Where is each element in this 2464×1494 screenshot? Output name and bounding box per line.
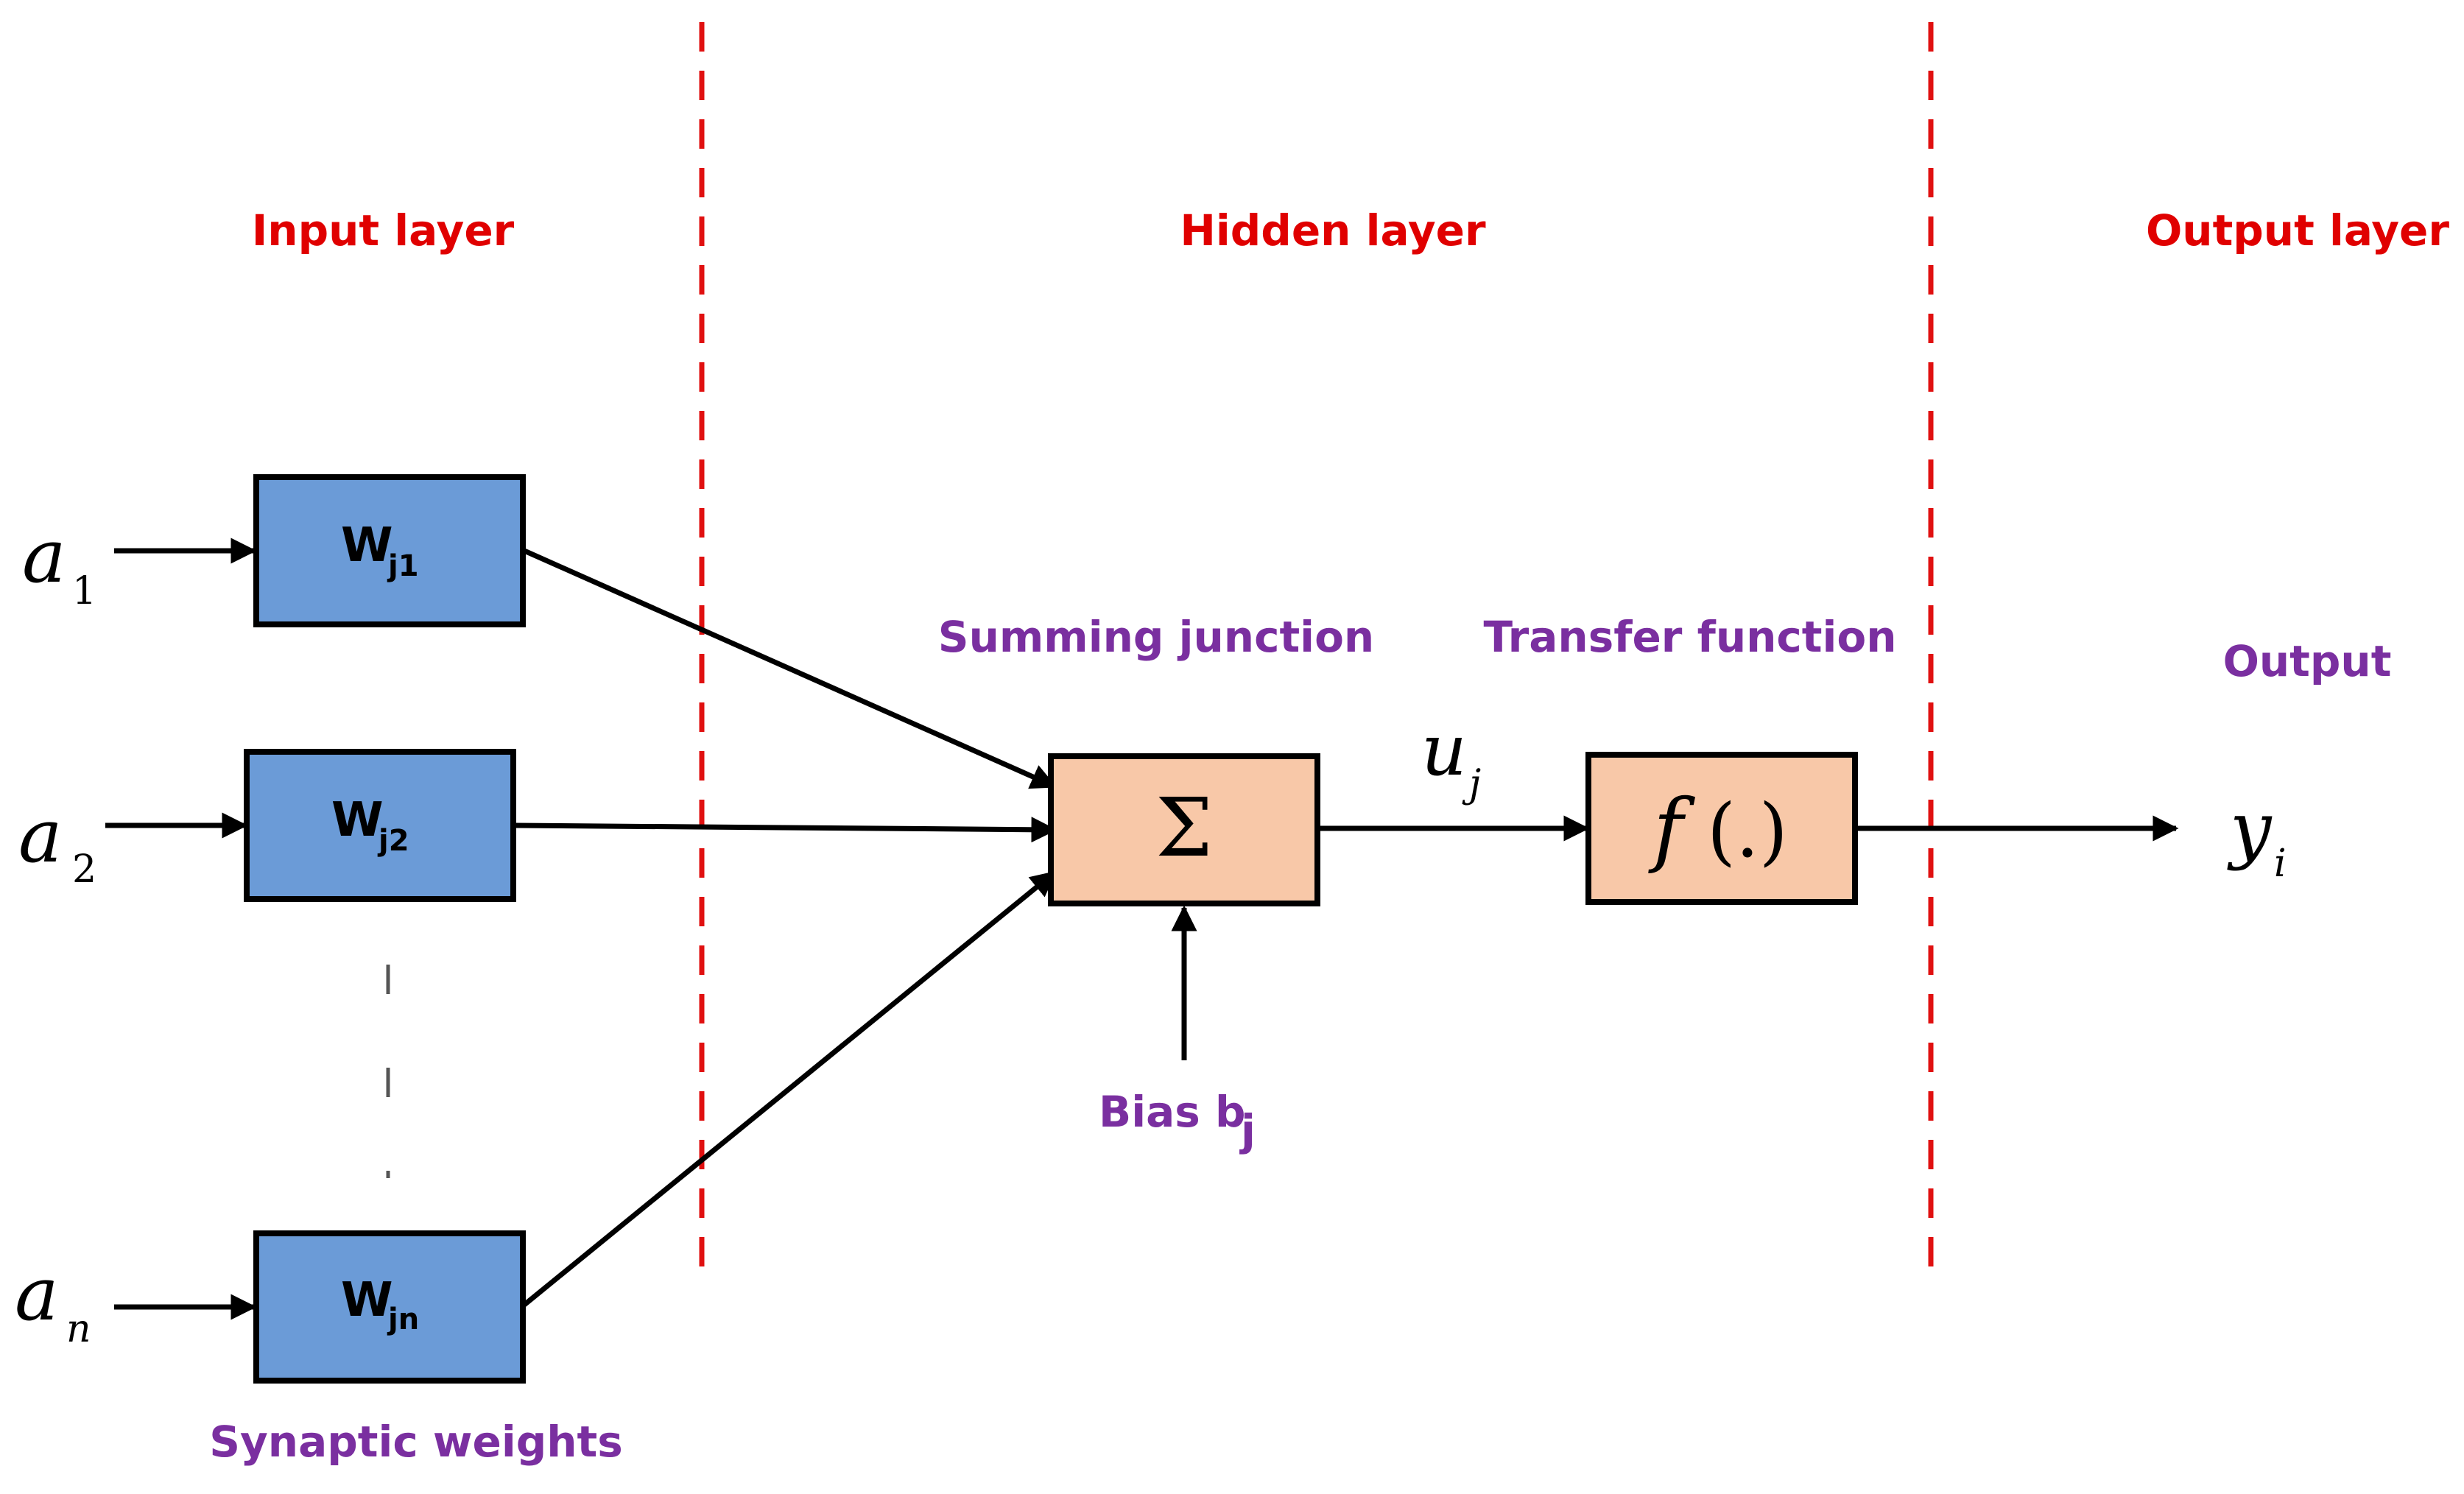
- svg-text:i: i: [2274, 842, 2287, 886]
- bias-subscript: j: [1239, 1105, 1256, 1155]
- input-an: a n: [15, 1251, 91, 1351]
- connection-j1-to-sum: [523, 548, 1057, 789]
- input-a1: a 1: [22, 513, 96, 613]
- summing-junction-box: Σ: [1048, 753, 1320, 906]
- transfer-function-box: f (.): [1585, 752, 1858, 905]
- output-label: Output: [2223, 636, 2392, 686]
- svg-text:u: u: [1421, 709, 1467, 792]
- weight-box-j1: W j1: [253, 474, 526, 627]
- svg-text:j1: j1: [387, 549, 419, 583]
- input-layer-title: Input layer: [252, 205, 515, 256]
- svg-text:a: a: [15, 1251, 59, 1337]
- svg-text:W: W: [341, 1273, 393, 1328]
- svg-text:(.): (.): [1707, 788, 1788, 874]
- uj-label: u j: [1421, 709, 1481, 806]
- synaptic-weights-label: Synaptic weights: [209, 1417, 623, 1467]
- output-yi: y i: [2227, 786, 2287, 886]
- output-layer-title: Output layer: [2146, 205, 2449, 256]
- svg-text:2: 2: [72, 848, 96, 892]
- svg-text:W: W: [341, 518, 393, 573]
- transfer-function-label: Transfer function: [1483, 612, 1896, 662]
- svg-text:1: 1: [72, 569, 96, 613]
- svg-text:jn: jn: [387, 1303, 419, 1336]
- weight-box-jn: W jn: [253, 1230, 526, 1384]
- connection-j2-to-sum: [514, 817, 1057, 843]
- hidden-layer-title: Hidden layer: [1180, 205, 1486, 256]
- input-a2: a 2: [18, 793, 96, 892]
- connection-jn-to-sum: [522, 870, 1057, 1307]
- weight-box-j2: W j2: [244, 749, 516, 902]
- svg-text:n: n: [66, 1307, 91, 1351]
- svg-text:y: y: [2227, 786, 2273, 872]
- svg-text:a: a: [18, 793, 63, 879]
- svg-text:j2: j2: [377, 824, 409, 858]
- svg-text:W: W: [331, 793, 384, 848]
- svg-text:a: a: [22, 513, 66, 599]
- summing-junction-label: Summing junction: [938, 612, 1374, 662]
- bias-label: Bias b: [1099, 1087, 1245, 1137]
- sigma-symbol: Σ: [1155, 781, 1213, 875]
